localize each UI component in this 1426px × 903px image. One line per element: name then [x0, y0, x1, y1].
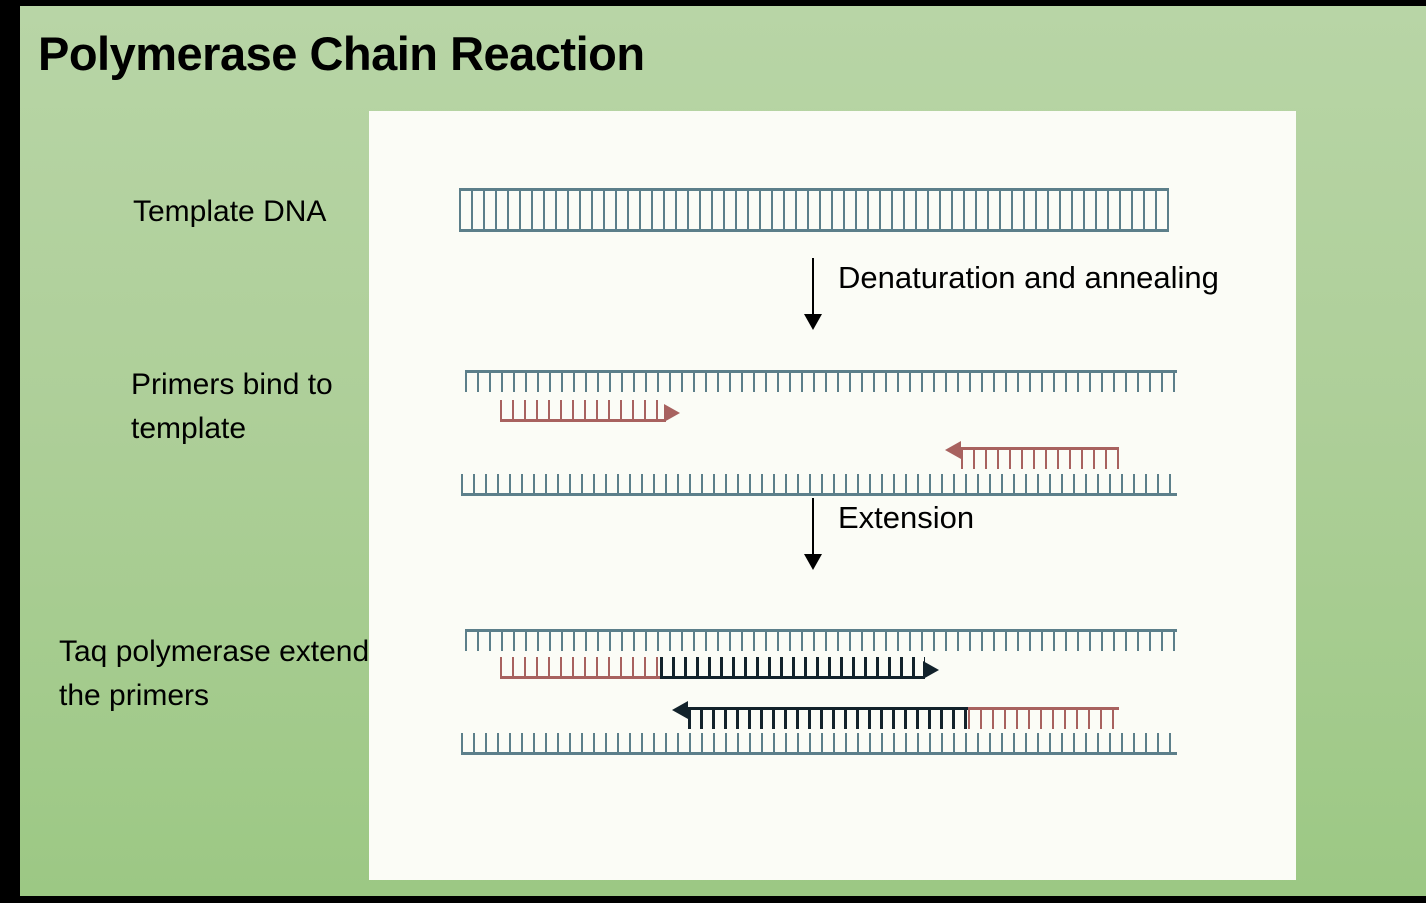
backbone — [500, 419, 666, 422]
diagram-panel: Denaturation and annealing — [369, 111, 1296, 880]
base-ticks — [961, 450, 1119, 469]
backbone — [968, 707, 1119, 710]
base-ticks — [461, 733, 1177, 752]
reverse-primer-arrow-icon — [945, 441, 961, 459]
base-ticks — [500, 400, 666, 419]
strand-reverse-primer — [961, 447, 1119, 469]
base-ticks — [465, 373, 1177, 392]
transition-label: Extension — [838, 500, 975, 535]
base-ticks — [459, 210, 1169, 229]
backbone — [660, 676, 925, 679]
base-ticks — [461, 474, 1177, 493]
backbone — [465, 629, 1177, 632]
base-ticks — [968, 710, 1119, 729]
base-ticks — [660, 657, 925, 676]
strand-forward-primer-extended — [500, 657, 660, 679]
down-arrow-icon — [800, 258, 826, 330]
reverse-extension-arrow-icon — [672, 701, 688, 719]
strand-template-bottom — [459, 210, 1169, 232]
strand-reverse-primer-extended — [968, 707, 1119, 729]
backbone — [500, 676, 660, 679]
strand-reverse-new-dna — [688, 707, 968, 729]
down-arrow-icon — [800, 498, 826, 570]
label-taq-polymerase: Taq polymerase extends the primers — [59, 635, 385, 713]
base-ticks — [500, 657, 660, 676]
strand-separated-bottom — [461, 474, 1177, 496]
forward-primer-arrow-icon — [664, 404, 680, 422]
strand-extend-top-template — [465, 629, 1177, 651]
backbone — [459, 229, 1169, 232]
backbone — [459, 188, 1169, 191]
strand-separated-top — [465, 370, 1177, 392]
label-template-dna: Template DNA — [133, 195, 327, 228]
base-ticks — [465, 632, 1177, 651]
strand-forward-primer — [500, 400, 666, 422]
forward-extension-arrow-icon — [923, 661, 939, 679]
backbone — [461, 493, 1177, 496]
transition-label: Denaturation and annealing — [838, 260, 1219, 295]
base-ticks — [459, 191, 1169, 210]
label-primers-bind: Primers bind to template — [131, 368, 333, 446]
strand-template-top — [459, 188, 1169, 210]
page-title: Polymerase Chain Reaction — [38, 27, 645, 80]
base-ticks — [688, 710, 968, 729]
backbone — [465, 370, 1177, 373]
backbone — [461, 752, 1177, 755]
strand-forward-new-dna — [660, 657, 925, 679]
backbone — [961, 447, 1119, 450]
backbone — [688, 707, 968, 710]
strand-extend-bottom-template — [461, 733, 1177, 755]
